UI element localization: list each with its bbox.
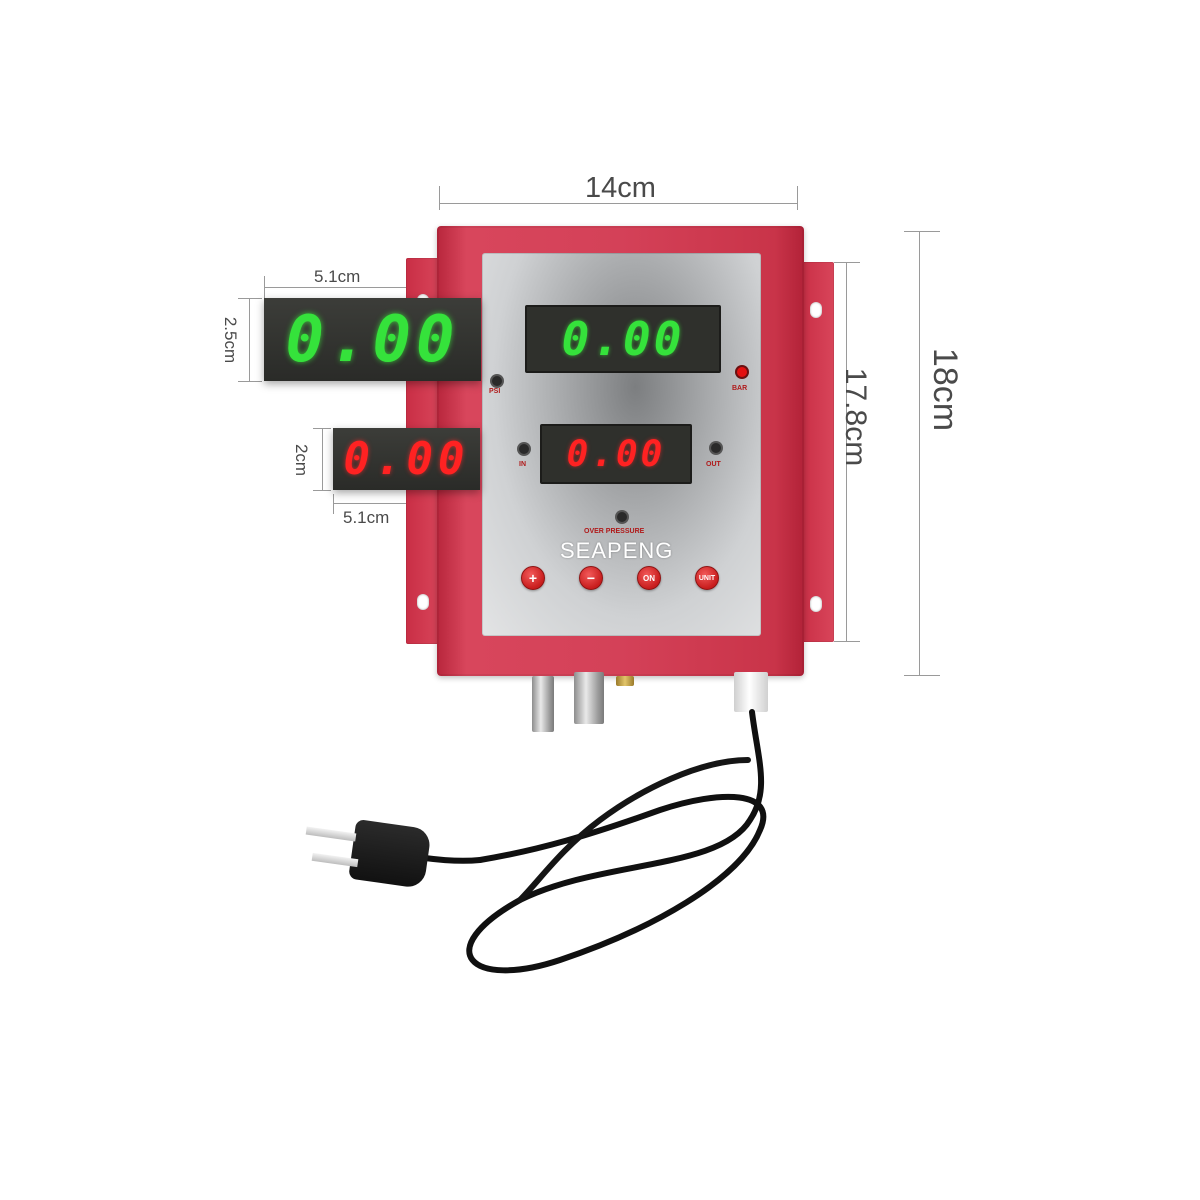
in-label: IN xyxy=(519,461,526,468)
over-pressure-label: OVER PRESSURE xyxy=(584,528,645,535)
large-width-label: 5.1cm xyxy=(314,267,361,286)
in-indicator-led xyxy=(519,444,529,454)
over-pressure-led xyxy=(617,512,627,522)
inner-height-guide-top xyxy=(834,262,860,263)
width-guide-right xyxy=(797,186,798,210)
width-label: 14cm xyxy=(585,172,656,204)
hex-nut-fitting xyxy=(574,672,604,724)
psi-indicator-led xyxy=(492,376,502,386)
unit-button[interactable]: UNIT xyxy=(695,566,719,590)
small-width-label: 5.1cm xyxy=(343,508,390,527)
right-bottom-mount-hole xyxy=(810,596,822,612)
out-indicator-led xyxy=(711,443,721,453)
out-label: OUT xyxy=(706,461,721,468)
outer-height-guide-line xyxy=(919,231,920,676)
width-guide-left xyxy=(439,186,440,210)
brand-logo: SEAPENG xyxy=(560,538,674,563)
quick-coupler-fitting xyxy=(532,676,554,732)
small-height-guide-line xyxy=(322,428,323,491)
power-plug xyxy=(348,819,432,889)
cable-gland xyxy=(734,672,768,712)
left-bottom-mount-hole xyxy=(417,594,429,610)
bar-indicator-led xyxy=(737,367,747,377)
inner-height-guide-line xyxy=(846,262,847,642)
small-width-guide-left xyxy=(333,494,334,514)
right-mounting-ear xyxy=(800,262,834,642)
psi-label: PSI xyxy=(489,388,501,395)
plus-button[interactable]: + xyxy=(521,566,545,590)
large-height-guide-line xyxy=(249,298,250,382)
width-guide-line xyxy=(439,203,798,204)
on-button[interactable]: ON xyxy=(637,566,661,590)
small-display-zoom: 0.00 xyxy=(333,428,480,490)
small-width-guide-line xyxy=(333,503,478,504)
outer-height-guide-bottom xyxy=(904,675,940,676)
inner-height-guide-bottom xyxy=(834,641,860,642)
large-display-zoom: 0.00 xyxy=(264,298,481,381)
large-height-guide-top xyxy=(238,298,262,299)
large-height-guide-bottom xyxy=(238,381,262,382)
bar-label: BAR xyxy=(732,385,748,392)
out-pressure-display: 0.00 xyxy=(540,424,692,484)
minus-button[interactable]: − xyxy=(579,566,603,590)
brass-valve xyxy=(616,676,634,686)
top-pressure-display: 0.00 xyxy=(525,305,721,373)
right-top-mount-hole xyxy=(810,302,822,318)
outer-height-guide-top xyxy=(904,231,940,232)
large-width-guide-line xyxy=(264,287,481,288)
